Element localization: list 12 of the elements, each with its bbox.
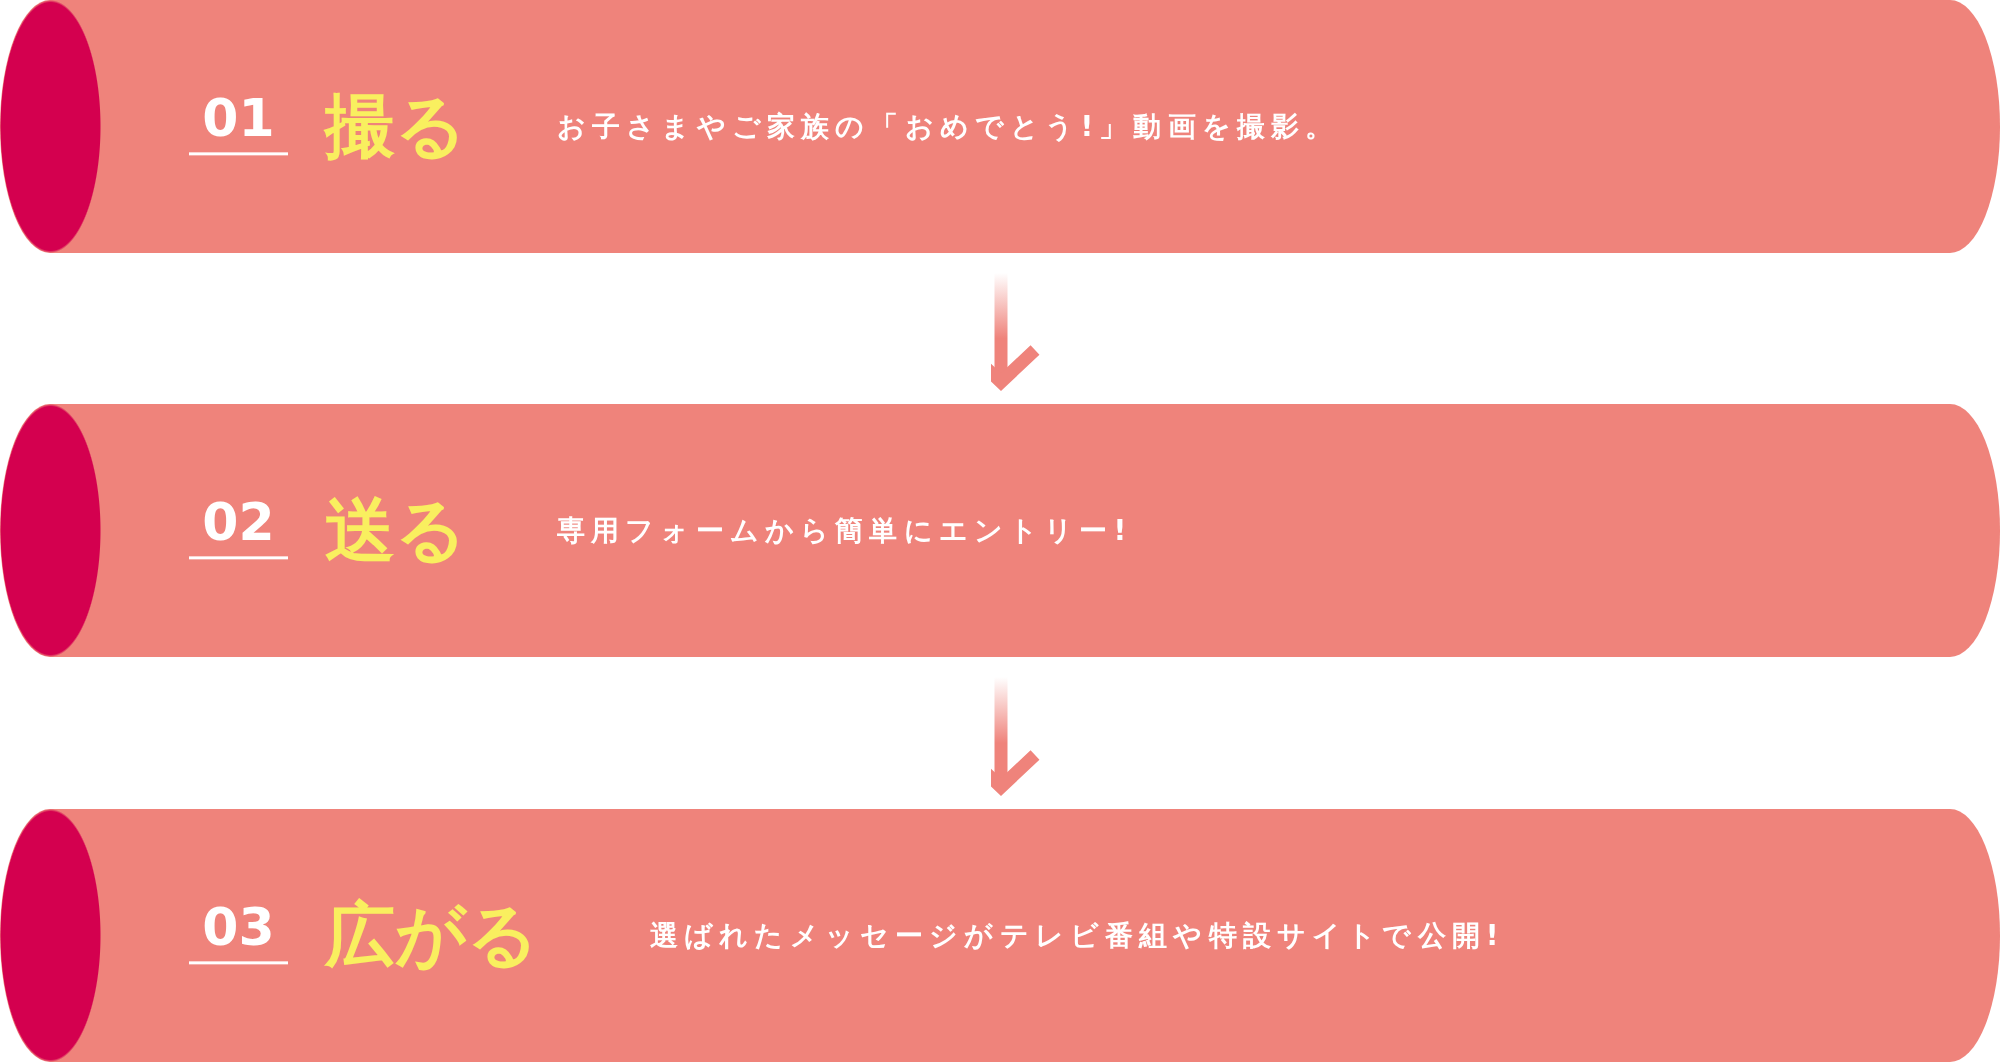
step-title: 広がる [325, 899, 539, 970]
step-number: 03 [189, 900, 288, 964]
cylinder-band [0, 404, 2000, 657]
step-title: 送る [325, 494, 467, 565]
step-description: お子さまやご家族の「おめでとう!」動画を撮影。 [557, 111, 1340, 142]
cylinder-band [0, 0, 2000, 253]
step-number: 02 [189, 495, 288, 559]
step-number: 01 [189, 91, 288, 155]
cylinder-band [0, 809, 2000, 1062]
step-title: 撮る [325, 90, 467, 161]
step-description: 選ばれたメッセージがテレビ番組や特設サイトで公開! [650, 920, 1505, 951]
step-description: 専用フォームから簡単にエントリー! [557, 515, 1133, 546]
